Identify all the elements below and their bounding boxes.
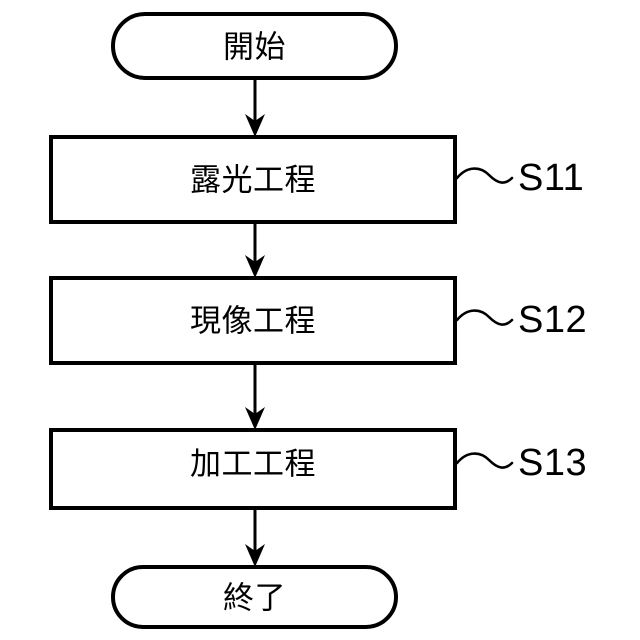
step-s11-label: 露光工程 bbox=[190, 163, 316, 198]
leader-s12-squiggle bbox=[455, 309, 514, 326]
node-step-s13[interactable]: 加工工程 bbox=[49, 428, 457, 510]
edge-s12-to-s13 bbox=[245, 363, 265, 430]
step-s13-box bbox=[49, 428, 457, 510]
end-node-label: 終了 bbox=[223, 581, 286, 616]
node-step-s11[interactable]: 露光工程 bbox=[49, 135, 457, 224]
leader-s11-squiggle bbox=[455, 167, 514, 184]
step-s13-label: 加工工程 bbox=[190, 447, 316, 482]
step-s12-box bbox=[49, 276, 457, 365]
leader-s11: S11 bbox=[455, 157, 584, 199]
step-s13-number: S13 bbox=[518, 442, 587, 484]
leader-s13-squiggle bbox=[455, 452, 514, 469]
end-node-shape bbox=[111, 565, 398, 629]
step-s11-box bbox=[49, 135, 457, 224]
node-end[interactable]: 終了 bbox=[111, 565, 398, 629]
step-s12-number: S12 bbox=[518, 299, 587, 341]
edge-s12-to-s13-arrowhead bbox=[245, 407, 265, 430]
step-s12-label: 現像工程 bbox=[190, 304, 316, 339]
node-start[interactable]: 開始 bbox=[111, 12, 398, 80]
start-node-label: 開始 bbox=[223, 30, 286, 65]
edge-start-to-s11 bbox=[245, 78, 265, 137]
edge-start-to-s11-arrowhead bbox=[245, 114, 265, 137]
edge-s11-to-s12-arrowhead bbox=[245, 255, 265, 278]
leader-s12: S12 bbox=[455, 299, 587, 341]
step-s11-number: S11 bbox=[518, 157, 584, 199]
node-step-s12[interactable]: 現像工程 bbox=[49, 276, 457, 365]
edge-s13-to-end-arrowhead bbox=[245, 544, 265, 567]
edge-s13-to-end bbox=[245, 508, 265, 567]
leader-s13: S13 bbox=[455, 442, 587, 484]
edge-s11-to-s12 bbox=[245, 222, 265, 278]
